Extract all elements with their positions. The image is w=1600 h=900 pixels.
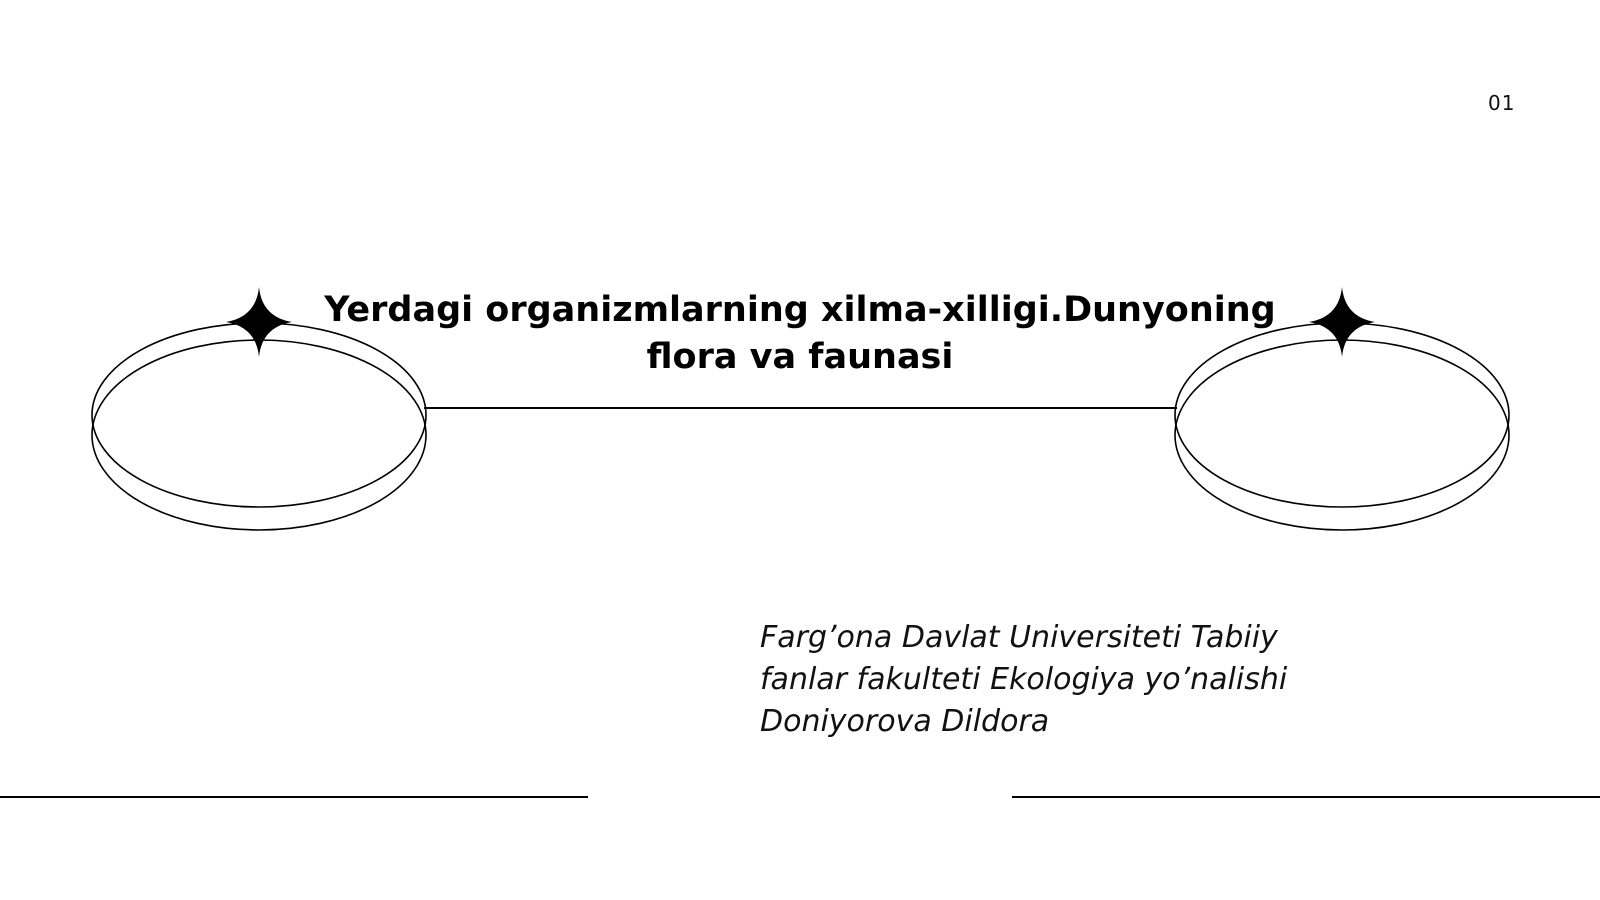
left-star-icon	[226, 287, 292, 357]
slide-title-line-2: flora va faunasi	[646, 337, 954, 377]
author-info-line-1: Farg’ona Davlat Universiteti Tabiiy	[760, 620, 1278, 655]
author-info-line-3: Doniyorova Dildora	[760, 704, 1050, 739]
slide-number: 01	[1488, 91, 1516, 115]
slide-title: Yerdagi organizmlarning xilma-xilligi.Du…	[300, 287, 1300, 381]
author-info: Farg’ona Davlat Universiteti Tabiiy fanl…	[760, 617, 1380, 743]
slide-title-line-1: Yerdagi organizmlarning xilma-xilligi.Du…	[324, 290, 1276, 330]
right-star-icon	[1309, 287, 1375, 357]
author-info-line-2: fanlar fakulteti Ekologiya yo’nalishi	[760, 662, 1288, 697]
